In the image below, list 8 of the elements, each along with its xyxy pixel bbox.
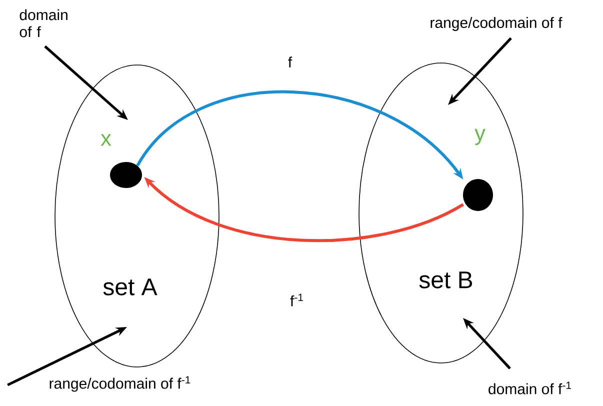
point-label: y: [474, 128, 486, 146]
point-label: x: [100, 134, 112, 146]
leader-text: range/codomain of f: [430, 17, 562, 31]
leader-text: domain of f: [20, 9, 68, 38]
leader-text: domain of f$^{-1}$: [488, 382, 571, 394]
leader-text: range/codomain of f$^{-1}$: [50, 376, 190, 392]
edge-label: f: [286, 56, 294, 68]
edge-label: f$^{-1}$: [289, 292, 305, 308]
